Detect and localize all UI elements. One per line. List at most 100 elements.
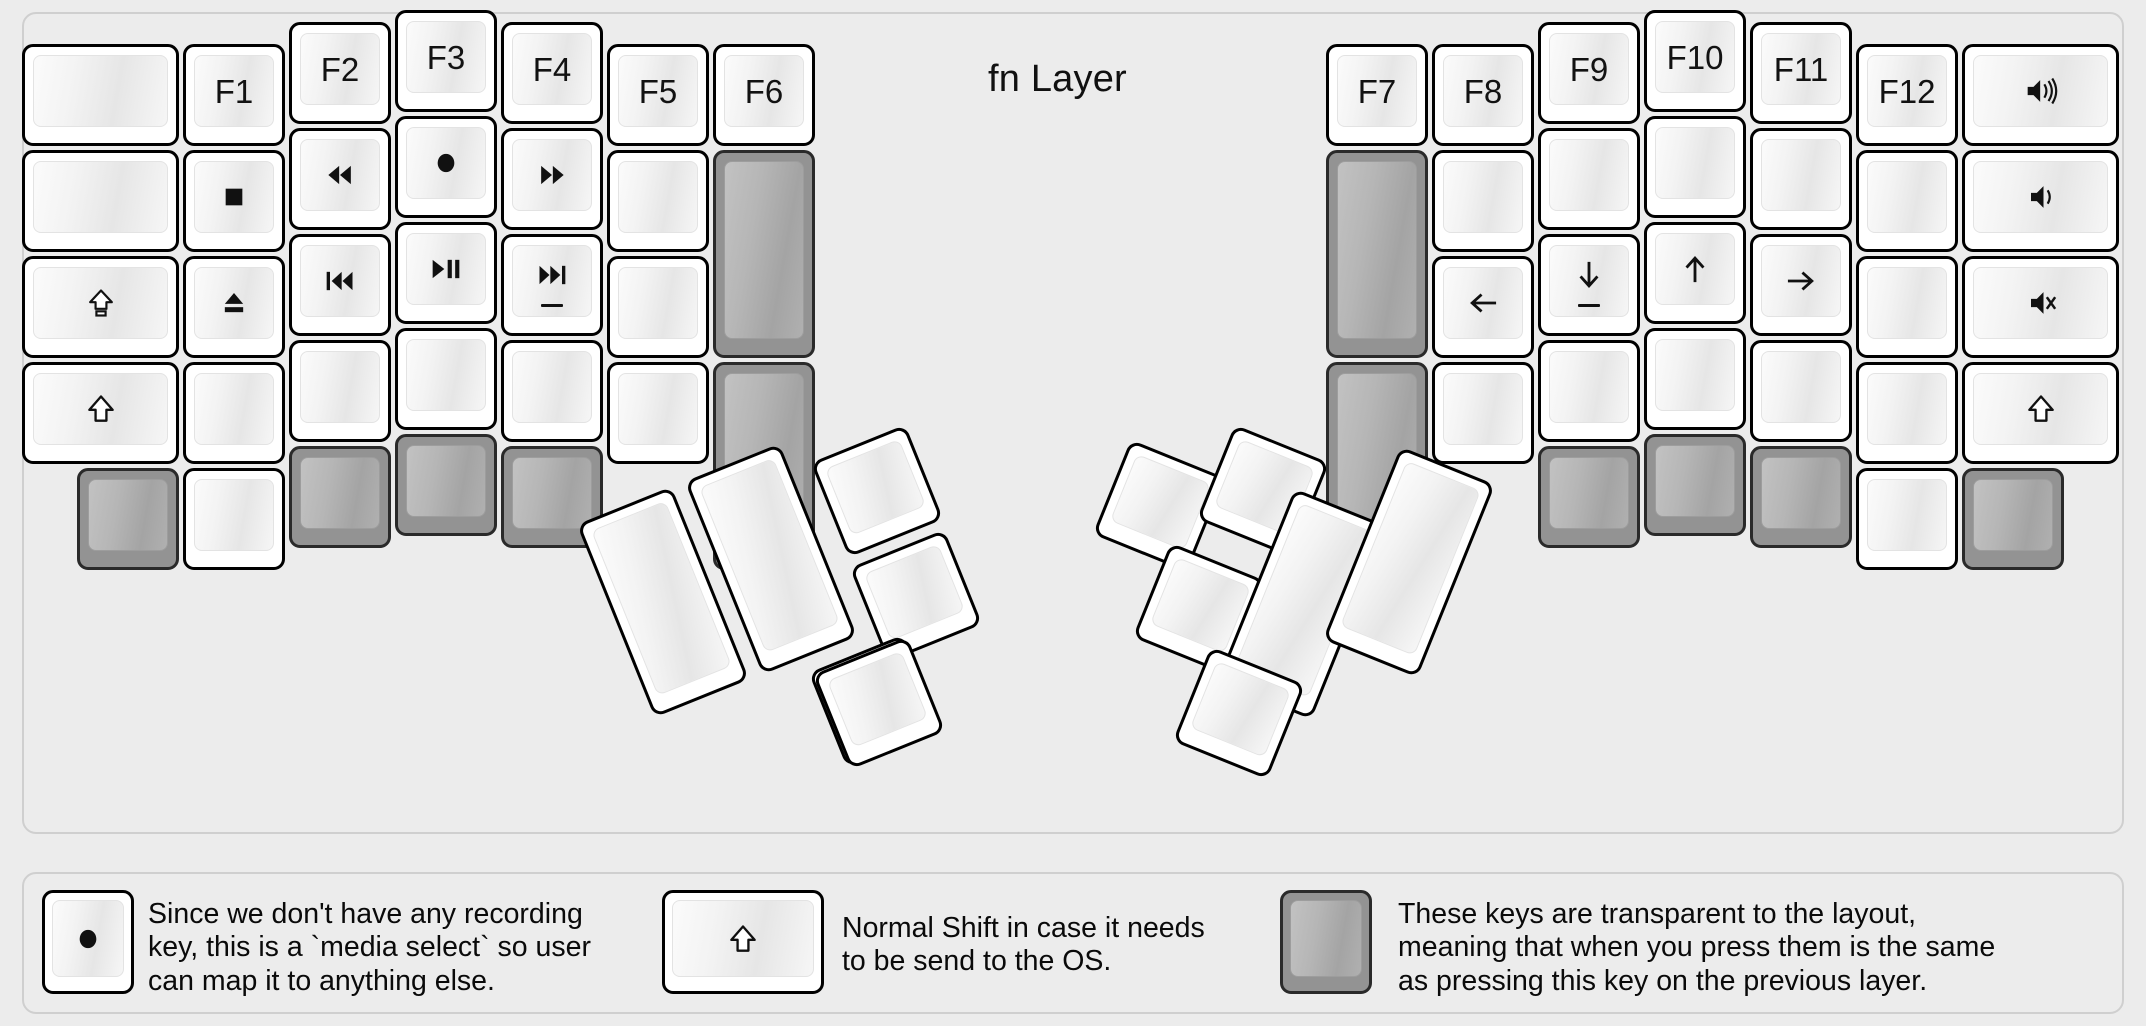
key-f6-r2[interactable] [713,150,815,358]
key-face [824,438,927,536]
key-f10-r3[interactable] [1644,222,1746,324]
key-face [618,267,698,339]
key-f3-r3[interactable] [395,222,497,324]
legend-text-1: Since we don't have any recording key, t… [148,898,591,997]
key-f1-r3[interactable] [183,256,285,358]
key-face [1443,267,1523,339]
key-f2-r2[interactable] [289,128,391,230]
key-f10-r5[interactable] [1644,434,1746,536]
key-face [1549,351,1629,423]
key-face [1443,55,1523,127]
legend-key-icon-wrap [723,919,763,959]
key-face [33,161,168,233]
key-f6-r1[interactable]: F6 [713,44,815,146]
key-f4-r2[interactable] [501,128,603,230]
key-outer-left-r4[interactable] [22,362,179,464]
key-face [1189,660,1292,758]
key-f10-r1[interactable]: F10 [1644,10,1746,112]
key-face [1867,479,1947,551]
key-f11-r1[interactable]: F11 [1750,22,1852,124]
key-face [618,55,698,127]
key-f2-r3[interactable] [289,234,391,336]
key-f9-r5[interactable] [1538,446,1640,548]
key-face [1549,245,1629,317]
key-f5-r2[interactable] [607,150,709,252]
key-outer-right-r2[interactable] [1962,150,2119,252]
legend-key-3 [1280,890,1372,994]
key-face [1655,445,1735,517]
legend-text-2: Normal Shift in case it needs to be send… [842,912,1205,978]
key-f5-r4[interactable] [607,362,709,464]
key-f12-r1[interactable]: F12 [1856,44,1958,146]
key-f8-r3[interactable] [1432,256,1534,358]
key-f8-r1[interactable]: F8 [1432,44,1534,146]
key-outer-right-r5[interactable] [1962,468,2064,570]
key-outer-left-r2[interactable] [22,150,179,252]
key-f4-r5[interactable] [501,446,603,548]
key-f3-r1[interactable]: F3 [395,10,497,112]
key-outer-left-r3[interactable] [22,256,179,358]
key-f2-r5[interactable] [289,446,391,548]
key-f10-r4[interactable] [1644,328,1746,430]
key-f9-r1[interactable]: F9 [1538,22,1640,124]
key-f4-r1[interactable]: F4 [501,22,603,124]
key-outer-left-r5[interactable] [77,468,179,570]
key-face [618,373,698,445]
key-f4-r4[interactable] [501,340,603,442]
key-face [194,373,274,445]
key-face [1655,339,1735,411]
key-f3-r2[interactable] [395,116,497,218]
key-outer-right-r3[interactable] [1962,256,2119,358]
key-face [194,55,274,127]
key-f7-r2[interactable] [1326,150,1428,358]
key-f8-r4[interactable] [1432,362,1534,464]
page-title: fn Layer [988,58,1127,100]
key-face [512,139,592,211]
key-f5-r1[interactable]: F5 [607,44,709,146]
key-f7-r1[interactable]: F7 [1326,44,1428,146]
key-face [406,339,486,411]
key-f1-r1[interactable]: F1 [183,44,285,146]
key-f11-r3[interactable] [1750,234,1852,336]
key-face [1867,373,1947,445]
key-f4-r3[interactable] [501,234,603,336]
key-f8-r2[interactable] [1432,150,1534,252]
key-f11-r5[interactable] [1750,446,1852,548]
key-f2-r4[interactable] [289,340,391,442]
key-face [1761,33,1841,105]
key-face [194,479,274,551]
key-face [1973,55,2108,127]
key-f12-r5[interactable] [1856,468,1958,570]
key-face [512,33,592,105]
key-outer-right-r1[interactable] [1962,44,2119,146]
legend-key-1 [42,890,134,994]
key-face [88,479,168,551]
key-face [300,245,380,317]
key-f10-r2[interactable] [1644,116,1746,218]
key-face [1443,373,1523,445]
key-outer-left-r1[interactable] [22,44,179,146]
key-f9-r4[interactable] [1538,340,1640,442]
key-f11-r4[interactable] [1750,340,1852,442]
key-f1-r2[interactable] [183,150,285,252]
key-outer-right-r4[interactable] [1962,362,2119,464]
key-face [1549,33,1629,105]
key-f3-r5[interactable] [395,434,497,536]
key-f5-r3[interactable] [607,256,709,358]
key-f12-r2[interactable] [1856,150,1958,252]
key-f2-r1[interactable]: F2 [289,22,391,124]
key-f12-r3[interactable] [1856,256,1958,358]
key-f9-r3[interactable] [1538,234,1640,336]
key-f9-r2[interactable] [1538,128,1640,230]
legend-key-2 [662,890,824,994]
key-f1-r5[interactable] [183,468,285,570]
key-f12-r4[interactable] [1856,362,1958,464]
legend-panel [22,872,2124,1014]
key-face [33,55,168,127]
key-face [1655,21,1735,93]
key-f11-r2[interactable] [1750,128,1852,230]
key-f3-r4[interactable] [395,328,497,430]
key-f1-r4[interactable] [183,362,285,464]
key-face [724,55,804,127]
